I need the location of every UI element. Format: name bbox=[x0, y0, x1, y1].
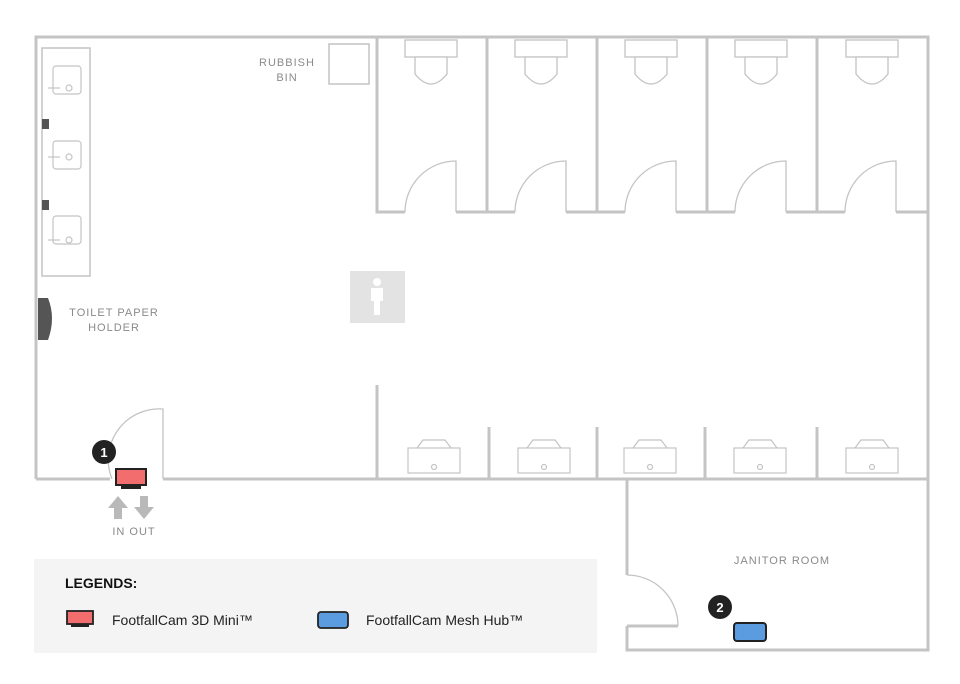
stall-door bbox=[404, 160, 457, 213]
soap-dispenser bbox=[42, 119, 49, 129]
in-out-label: IN OUT bbox=[112, 526, 155, 538]
sink bbox=[48, 140, 82, 170]
walls bbox=[34, 35, 930, 652]
stall-door bbox=[734, 160, 787, 213]
stall-door bbox=[844, 160, 897, 213]
rubbish-bin-label-line1: RUBBISH bbox=[259, 57, 315, 69]
toilet bbox=[734, 39, 788, 85]
camera-icon bbox=[115, 468, 147, 489]
legend-camera-label: FootfallCam 3D Mini™ bbox=[112, 612, 253, 628]
legend-mesh-hub-icon bbox=[317, 611, 349, 629]
mesh-hub-icon bbox=[733, 622, 767, 642]
camera-marker: 1 bbox=[92, 440, 147, 489]
janitor-room-label: JANITOR ROOM bbox=[734, 555, 830, 567]
urinal bbox=[733, 439, 787, 474]
camera-number-badge bbox=[92, 440, 116, 464]
toilet-paper-holder bbox=[38, 298, 52, 340]
toilet bbox=[624, 39, 678, 85]
mesh-hub-marker: 2 bbox=[708, 595, 767, 642]
stall-door bbox=[624, 160, 677, 213]
soap-dispenser bbox=[42, 200, 49, 210]
rubbish-bin-label-line2: BIN bbox=[276, 72, 297, 84]
urinal bbox=[845, 439, 899, 474]
entrance-door bbox=[107, 408, 164, 480]
legend-camera-icon bbox=[66, 610, 94, 627]
legend: LEGENDS: FootfallCam 3D Mini™ FootfallCa… bbox=[34, 559, 597, 653]
stall-door bbox=[514, 160, 567, 213]
toilet-stalls bbox=[404, 39, 899, 85]
male-restroom-icon bbox=[350, 271, 405, 323]
sink bbox=[48, 65, 82, 95]
legend-mesh-hub-label: FootfallCam Mesh Hub™ bbox=[366, 612, 523, 628]
in-out-arrows-icon bbox=[108, 496, 154, 519]
urinal bbox=[407, 439, 461, 474]
toilet-paper-label-line2: HOLDER bbox=[88, 322, 140, 334]
legend-title: LEGENDS: bbox=[65, 575, 137, 591]
toilet bbox=[514, 39, 568, 85]
toilet bbox=[404, 39, 458, 85]
urinal bbox=[517, 439, 571, 474]
urinal bbox=[623, 439, 677, 474]
rubbish-bin bbox=[328, 43, 370, 85]
toilet-paper-label-line1: TOILET PAPER bbox=[69, 307, 159, 319]
sink bbox=[48, 215, 82, 245]
sink-counter bbox=[41, 47, 91, 277]
hub-number-badge bbox=[708, 595, 732, 619]
toilet bbox=[845, 39, 899, 85]
urinals bbox=[407, 439, 899, 474]
camera-number: 1 bbox=[100, 445, 107, 460]
stall-doors bbox=[404, 160, 897, 213]
janitor-door bbox=[626, 574, 679, 627]
hub-number: 2 bbox=[716, 600, 723, 615]
